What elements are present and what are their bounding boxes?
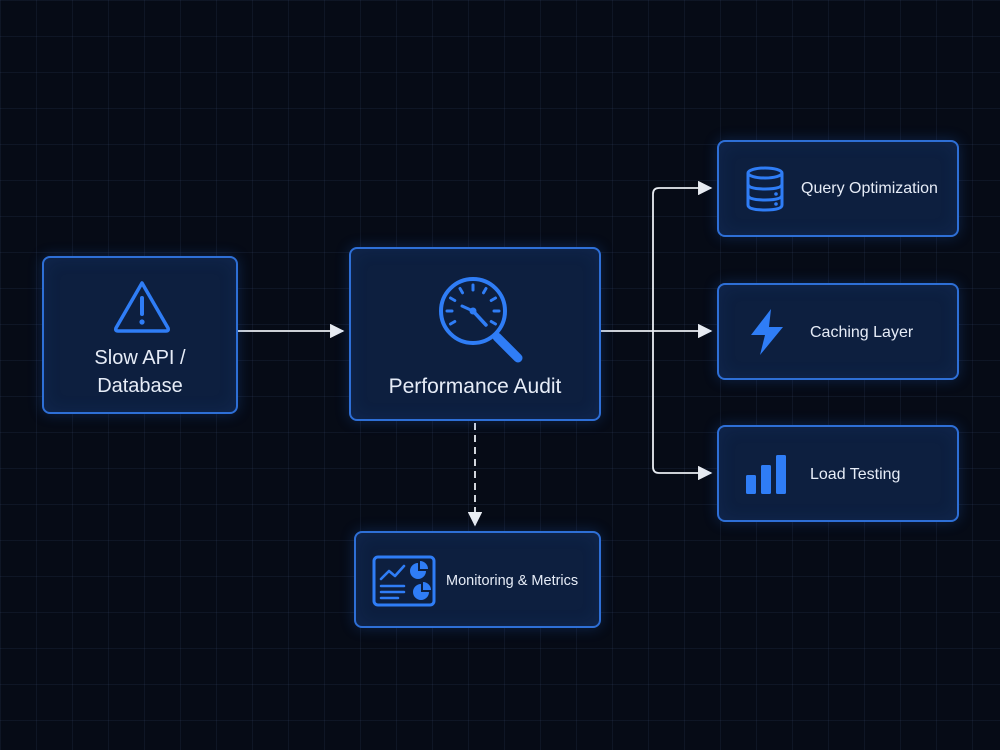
node-label: Monitoring & Metrics [446, 573, 579, 589]
node-label: Slow API / Database [44, 344, 236, 400]
node-label: Query Optimization [801, 180, 938, 197]
edge-audit-to-load [652, 331, 713, 481]
node-label: Caching Layer [810, 324, 914, 341]
node-performance-audit[interactable]: Performance Audit [349, 247, 601, 421]
node-query-optimization[interactable]: Query Optimization [717, 140, 959, 237]
label-line-2: Database [97, 375, 183, 397]
node-monitoring-metrics[interactable]: Monitoring & Metrics [354, 531, 601, 628]
bar-chart-icon [746, 455, 786, 494]
label-line-1: Slow API / [94, 347, 186, 369]
node-slow-api-database[interactable]: Slow API / Database [42, 256, 238, 414]
database-icon [746, 166, 784, 212]
node-load-testing[interactable]: Load Testing [717, 425, 959, 522]
node-label: Load Testing [810, 466, 901, 483]
node-caching-layer[interactable]: Caching Layer [717, 283, 959, 380]
dashboard-icon [372, 555, 436, 607]
warning-triangle-icon [114, 281, 170, 333]
magnifier-gauge-icon [439, 277, 523, 363]
edge-audit-to-query [652, 180, 713, 331]
node-label: Performance Audit [388, 375, 562, 398]
lightning-bolt-icon [751, 309, 783, 355]
